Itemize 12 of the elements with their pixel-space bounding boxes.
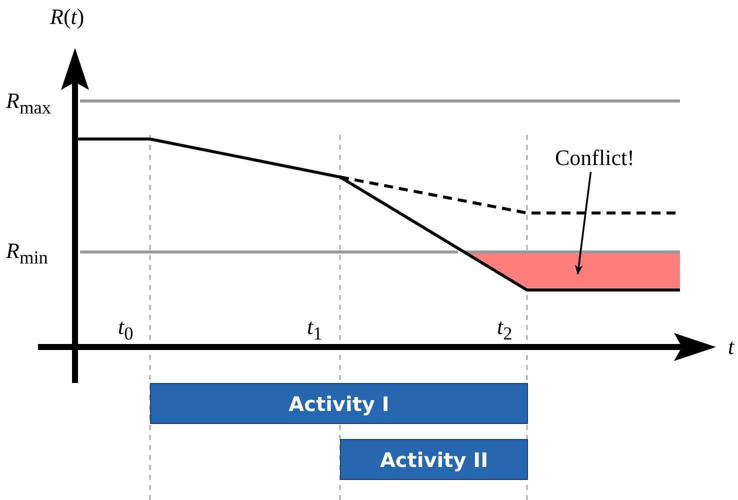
level-label: R$_{max}$ [6, 90, 52, 117]
activity-bar: Activity I [150, 383, 528, 424]
leader-arrow [574, 172, 592, 275]
time-label: t$_{1}$ [307, 316, 322, 343]
callout-text: Conflict! [555, 147, 634, 169]
level-label: R$_{min}$ [6, 240, 48, 267]
time-label: t$_{0}$ [118, 316, 134, 343]
activity-bar: Activity II [340, 439, 528, 480]
axis-label: t [728, 336, 734, 358]
conflict-region [464, 250, 680, 289]
time-label: t$_{2}$ [497, 316, 512, 343]
axis-label: R(t) [50, 6, 84, 28]
